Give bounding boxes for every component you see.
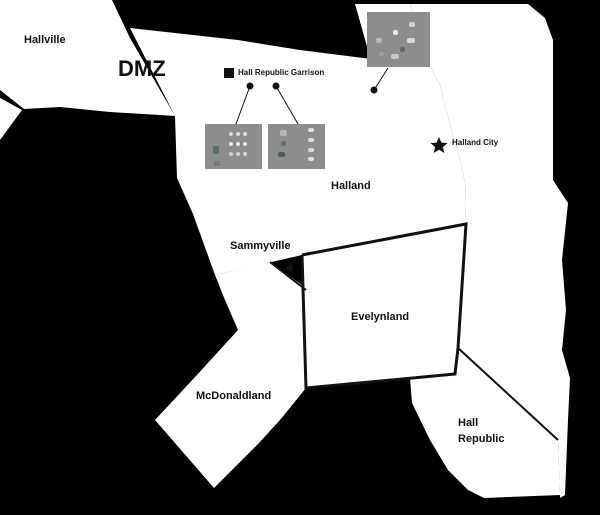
label-mcdonaldland: McDonaldland bbox=[196, 390, 272, 402]
star-icon[interactable] bbox=[430, 137, 448, 153]
region-hallville bbox=[0, 0, 175, 116]
region-mcdonaldland bbox=[155, 262, 306, 488]
leader-line-photo-2 bbox=[275, 85, 299, 125]
leader-line-photo-1 bbox=[235, 85, 251, 125]
border-hall-republic bbox=[457, 347, 559, 441]
photo-inset-2[interactable] bbox=[268, 124, 325, 169]
border-sammyville bbox=[269, 261, 307, 291]
sammyville-arrow-icon bbox=[284, 262, 293, 272]
label-garrison: Hall Republic Garrison bbox=[238, 68, 325, 77]
label-evelynland: Evelynland bbox=[351, 311, 410, 323]
region-evelynland bbox=[302, 224, 466, 388]
leader-line-photo-3 bbox=[373, 67, 389, 91]
region-halland-east bbox=[410, 4, 570, 498]
photo-inset-1[interactable] bbox=[205, 124, 262, 169]
pin-dot-icon[interactable] bbox=[272, 82, 280, 90]
photo-inset-3[interactable] bbox=[367, 12, 430, 67]
border-evelynland bbox=[300, 222, 468, 390]
label-halland: Halland bbox=[331, 180, 371, 192]
pin-dot-icon[interactable] bbox=[246, 82, 254, 90]
pin-dot-icon[interactable] bbox=[370, 86, 378, 94]
label-hall-republic: Hall Republic bbox=[458, 417, 505, 445]
square-marker-icon[interactable] bbox=[224, 68, 234, 78]
label-sammyville: Sammyville bbox=[230, 240, 291, 252]
label-hallville: Hallville bbox=[24, 34, 66, 46]
label-dmz: DMZ bbox=[118, 56, 166, 81]
region-left-peninsula bbox=[0, 98, 22, 140]
label-capital: Halland City bbox=[452, 138, 499, 147]
region-hall-republic bbox=[410, 348, 560, 498]
